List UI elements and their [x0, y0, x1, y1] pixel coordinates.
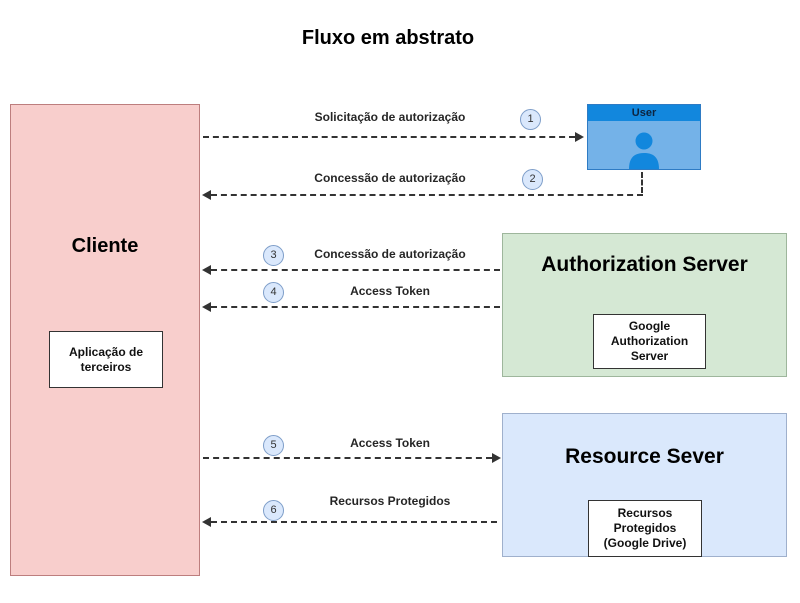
node-aplicacao-de-terceiros-label: Aplicação de terceiros [68, 344, 144, 374]
diagram-title: Fluxo em abstrato [301, 27, 475, 49]
node-resource-server[interactable]: Resource Sever Recursos Protegidos (Goog… [502, 413, 787, 557]
flow-4-step-badge: 4 [263, 282, 284, 303]
flow-5-dashed-line [203, 457, 492, 459]
flow-6-label: Recursos Protegidos [329, 494, 451, 508]
flow-3-label: Concessão de autorização [314, 247, 466, 261]
node-aplicacao-de-terceiros[interactable]: Aplicação de terceiros [49, 331, 163, 388]
flow-3-dashed-line [211, 269, 500, 271]
flow-5-step-badge: 5 [263, 435, 284, 456]
flow-2-label: Concessão de autorização [314, 171, 466, 185]
node-resource-server-label: Resource Sever [565, 445, 724, 468]
flow-6-step-badge: 6 [263, 500, 284, 521]
flow-6-arrowhead-left-icon [202, 517, 211, 527]
flow-1-label: Solicitação de autorização [314, 110, 466, 124]
node-recursos-protegidos-label: Recursos Protegidos (Google Drive) [603, 506, 687, 550]
node-authorization-server-label: Authorization Server [541, 253, 748, 276]
node-user-header: User [588, 105, 700, 121]
node-recursos-protegidos[interactable]: Recursos Protegidos (Google Drive) [588, 500, 702, 557]
flow-5-label: Access Token [350, 436, 430, 450]
flow-3-step-badge: 3 [263, 245, 284, 266]
flow-3-arrowhead-left-icon [202, 265, 211, 275]
node-cliente-label: Cliente [71, 235, 139, 257]
node-google-authorization-server[interactable]: Google Authorization Server [593, 314, 706, 369]
node-google-authorization-server-label: Google Authorization Server [610, 319, 689, 363]
flow-2-arrowhead-left-icon [202, 190, 211, 200]
flow-1-dashed-line [203, 136, 575, 138]
flow-4-label: Access Token [350, 284, 430, 298]
flow-1-step-badge: 1 [520, 109, 541, 130]
flow-2-dashed-elbow [641, 172, 643, 193]
flow-4-dashed-line [211, 306, 500, 308]
flow-6-dashed-line [211, 521, 497, 523]
flow-5-arrowhead-right-icon [492, 453, 501, 463]
flow-1-arrowhead-right-icon [575, 132, 584, 142]
flow-4-arrowhead-left-icon [202, 302, 211, 312]
node-cliente[interactable]: Cliente Aplicação de terceiros [10, 104, 200, 576]
user-avatar-icon [588, 121, 700, 169]
flow-2-dashed-line [211, 194, 643, 196]
node-user[interactable]: User [587, 104, 701, 170]
flow-2-step-badge: 2 [522, 169, 543, 190]
node-authorization-server[interactable]: Authorization Server Google Authorizatio… [502, 233, 787, 377]
node-user-label: User [631, 107, 657, 119]
